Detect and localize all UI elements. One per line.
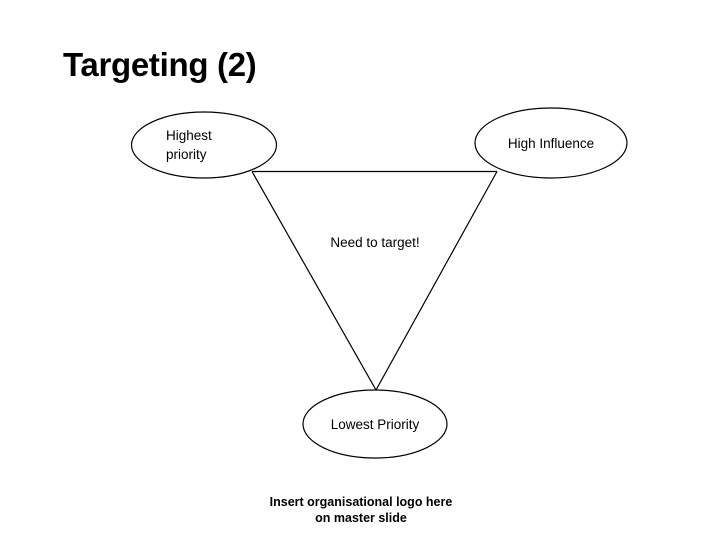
- node-ellipse-highest-priority[interactable]: [130, 111, 278, 179]
- node-label-lowest-priority: Lowest Priority: [330, 417, 420, 432]
- node-ellipse-lowest-priority[interactable]: [302, 389, 448, 459]
- connector-left-edge: [251, 171, 377, 391]
- footer-logo-placeholder: Insert organisational logo here on maste…: [269, 495, 453, 525]
- page-title: Targeting (2): [63, 46, 257, 83]
- center-annotation-need-to-target: Need to target!: [330, 235, 420, 250]
- connector-right-edge: [375, 171, 498, 391]
- node-label-highest-priority: Highest priority: [166, 128, 212, 162]
- node-label-high-influence: High Influence: [507, 136, 595, 151]
- node-ellipse-high-influence[interactable]: [474, 107, 628, 179]
